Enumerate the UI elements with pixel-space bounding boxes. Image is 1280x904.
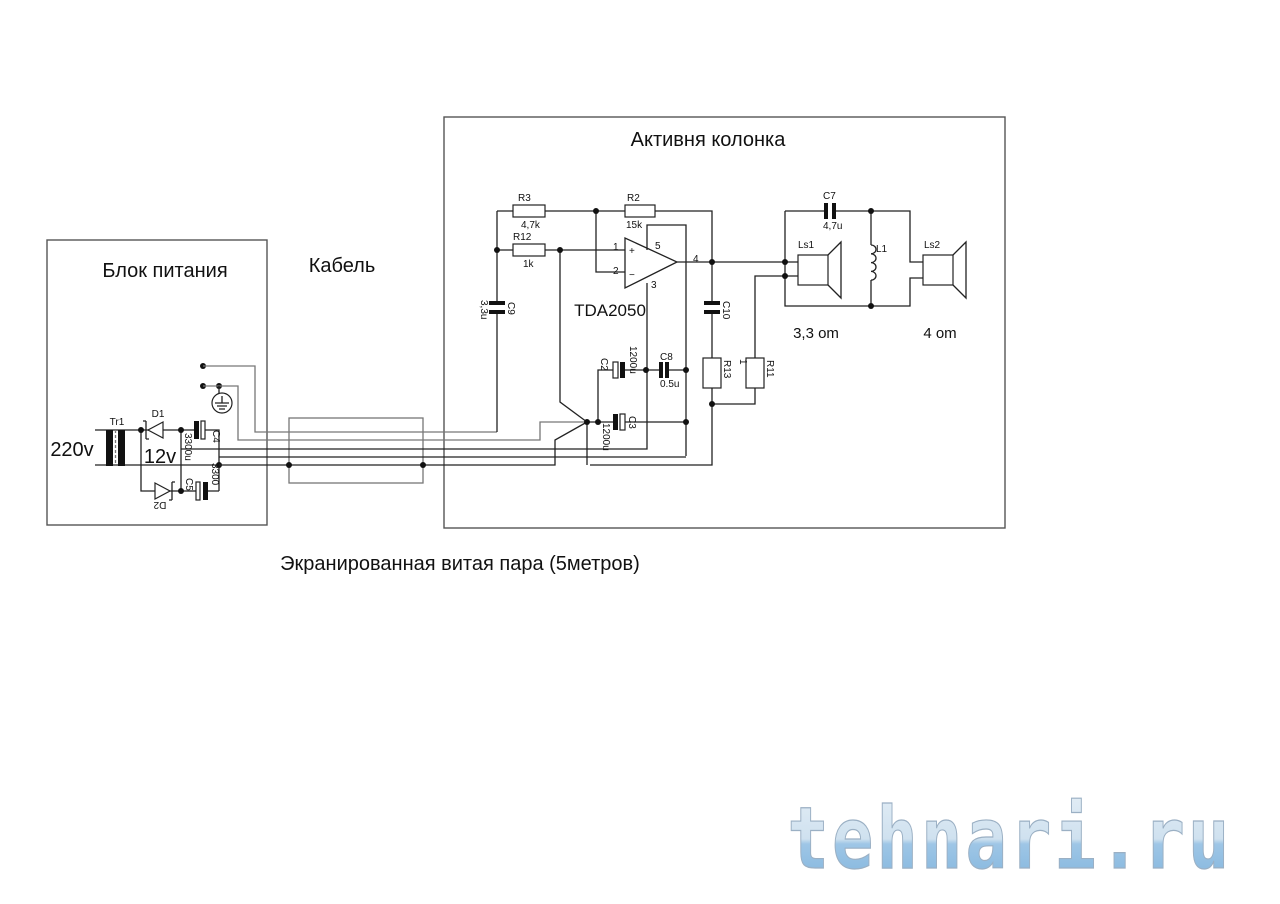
plus-input-label: +: [629, 246, 635, 257]
c7-label: C7: [823, 191, 836, 202]
r12-resistor: [512, 243, 546, 257]
tda2050-opamp-icon: [624, 236, 679, 290]
c5-plate: [203, 482, 208, 500]
c3-plate-electrolytic: [619, 413, 626, 431]
c2-plate-electrolytic: [612, 361, 619, 379]
c2-value: 1200u: [627, 346, 638, 374]
c7-value: 4,7u: [823, 221, 842, 232]
amplifier-circuit: R3 4,7k R2 15k R12 1k C9 3,3u 1 2 5 3 4 …: [478, 193, 785, 466]
c4-label: C4: [210, 430, 221, 443]
r11-label: R11: [764, 360, 775, 378]
minus-input-label: −: [629, 270, 635, 281]
c10-label: C10: [720, 301, 731, 320]
r2-value: 15k: [626, 220, 643, 231]
pin-4-label: 4: [693, 254, 699, 265]
r12-value: 1k: [523, 259, 535, 270]
r12-label: R12: [513, 232, 532, 243]
c3-plate: [613, 414, 618, 430]
active-speaker-title: Активня колонка: [631, 129, 787, 151]
c7-plate-left: [824, 203, 828, 219]
transformer-core-right: [118, 430, 125, 466]
r2-label: R2: [627, 193, 640, 204]
c3-label: C3: [626, 416, 637, 429]
c9-plate-bottom: [489, 310, 505, 314]
r3-value: 4,7k: [521, 220, 541, 231]
r13-label: R13: [721, 360, 732, 379]
power-block-title: Блок питания: [102, 260, 227, 282]
power-block-frame: [46, 239, 268, 526]
c5-plate-electrolytic: [195, 481, 201, 501]
d1-label: D1: [152, 409, 165, 420]
l1-inductor-icon: [870, 244, 877, 281]
r11-value: 1: [737, 359, 748, 365]
ls2-speaker-icon: [922, 254, 954, 286]
d1-diode-icon: [146, 421, 164, 439]
d2-diode-icon: [154, 482, 172, 500]
d2-label: D2: [153, 499, 166, 510]
tr1-label: Tr1: [110, 417, 125, 428]
cable-caption: Экранированная витая пара (5метров): [280, 553, 640, 575]
r2-resistor: [624, 204, 656, 218]
c2-plate: [620, 362, 625, 378]
chip-label: TDA2050: [574, 301, 646, 320]
c2-label: C2: [598, 358, 609, 371]
watermark-logo: tehnari.ru: [788, 789, 1233, 889]
input-voltage-label: 220v: [50, 439, 93, 461]
c9-label: C9: [505, 302, 516, 315]
c8-label: C8: [660, 352, 673, 363]
power-supply-circuit: Tr1 220v 12v D1 D2 C4 3300u C5 3300: [50, 283, 686, 510]
r3-label: R3: [518, 193, 531, 204]
c4-plate: [194, 421, 199, 439]
ls2-impedance: 4 om: [923, 325, 956, 342]
output-voltage-label: 12v: [144, 446, 176, 468]
c8-value: 0.5u: [660, 379, 679, 390]
pin-3-label: 3: [651, 280, 657, 291]
ls1-label: Ls1: [798, 240, 815, 251]
pin-5-label: 5: [655, 241, 661, 252]
transformer-core-left: [106, 430, 113, 466]
c10-plate-bottom: [704, 310, 720, 314]
c4-value: 3300u: [182, 433, 193, 461]
ls2-label: Ls2: [924, 240, 941, 251]
c7-plate-right: [832, 203, 836, 219]
c5-label: C5: [183, 478, 194, 491]
c9-value: 3,3u: [478, 300, 489, 319]
c8-plate-left: [659, 362, 663, 378]
c5-value: 3300: [209, 463, 220, 486]
r11-resistor: [745, 357, 765, 389]
c9-plate-top: [489, 301, 505, 305]
ls1-speaker-icon: [797, 254, 829, 286]
ls1-impedance: 3,3 om: [793, 325, 839, 342]
active-speaker-frame: [443, 116, 1006, 529]
c8-plate-right: [665, 362, 669, 378]
cable-shield: [288, 417, 424, 484]
r3-resistor: [512, 204, 546, 218]
c4-plate-electrolytic: [200, 420, 206, 440]
l1-label: L1: [876, 244, 888, 255]
c3-value: 1200u: [600, 423, 611, 451]
c10-plate-top: [704, 301, 720, 305]
r13-resistor: [702, 357, 722, 389]
pin-1-label: 1: [613, 242, 619, 253]
speaker-crossover: C7 4,7u L1 Ls1 Ls2 3,3 om 4 om: [782, 191, 967, 342]
pin-2-label: 2: [613, 266, 619, 277]
cable-title: Кабель: [309, 255, 376, 277]
